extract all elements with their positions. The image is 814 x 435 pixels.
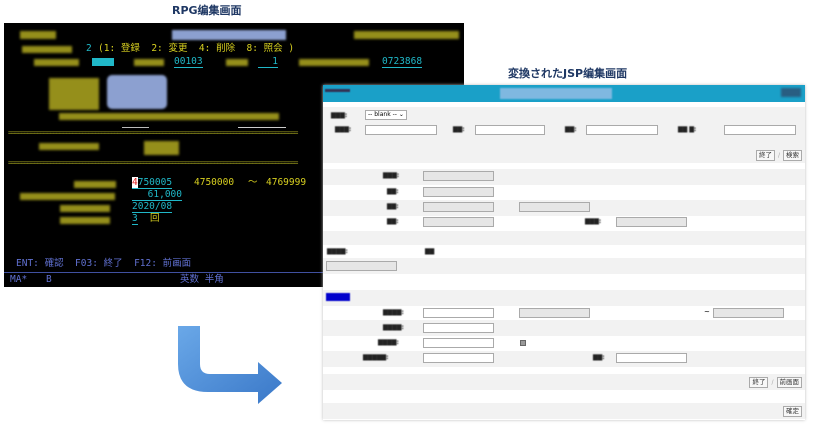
underline	[122, 127, 149, 128]
field-2	[423, 187, 494, 197]
masked-names	[107, 75, 167, 109]
select-value: -- blank --	[368, 111, 397, 118]
status-left: MA*	[10, 274, 28, 285]
jsp-screen: ▇▇▇: -- blank -- ⌄ ▇▇▇: ▇▇: ▇▇: ▇▇ ▇: 終了…	[323, 85, 805, 420]
code1-field[interactable]: 00103	[174, 56, 203, 68]
field-7[interactable]	[423, 308, 494, 318]
mode-field[interactable]: 2	[86, 43, 92, 54]
screen-id	[325, 89, 350, 92]
code3-field[interactable]: 0723868	[382, 56, 423, 68]
label-d	[60, 217, 110, 224]
label-b	[20, 193, 115, 200]
label-staff	[39, 143, 99, 150]
value-6: ▇▇	[425, 248, 435, 255]
field-a[interactable]	[365, 125, 437, 135]
status-right: 英数 半角	[180, 274, 224, 285]
field-c-select[interactable]	[586, 125, 658, 135]
checkbox[interactable]	[520, 340, 526, 346]
label-b: ▇▇:	[453, 126, 465, 133]
label-mode	[22, 46, 72, 53]
label-c	[60, 205, 110, 212]
label-10: ▇▇▇▇▇:	[363, 354, 389, 361]
amount-field[interactable]: 61,000	[132, 190, 182, 201]
label-2: ▇▇:	[387, 188, 399, 195]
range-tilde: ~	[704, 308, 710, 316]
count-unit: 回	[150, 213, 160, 224]
section-label	[326, 293, 350, 301]
function-keys: ENT: 確認 F03: 終了 F12: 前画面	[16, 258, 192, 269]
label-6: ▇▇▇▇:	[327, 248, 348, 255]
search-button[interactable]: 検索	[783, 150, 802, 161]
button-separator: /	[771, 378, 774, 386]
field-d[interactable]	[724, 125, 796, 135]
field-6[interactable]	[326, 261, 397, 271]
divider: ========================================…	[8, 159, 298, 167]
label-11: ▇▇:	[593, 354, 605, 361]
label-1	[34, 59, 79, 66]
field-7b	[519, 308, 590, 318]
field-masked[interactable]	[92, 58, 114, 66]
label-5: ▇▇▇:	[585, 218, 602, 225]
range-to: 4769999	[266, 177, 307, 188]
label-4: ▇▇:	[387, 218, 399, 225]
end-button-2[interactable]: 終了	[749, 377, 769, 388]
button-separator: /	[777, 151, 780, 159]
back-button[interactable]: 前画面	[776, 377, 802, 388]
range-sep: ～	[248, 177, 258, 188]
label-7: ▇▇▇▇:	[383, 309, 404, 316]
label-c: ▇▇:	[565, 126, 577, 133]
end-button[interactable]: 終了	[755, 150, 775, 161]
field-4	[423, 217, 494, 227]
jsp-caption: 変換されたJSP编集画面	[508, 67, 628, 80]
mode-options: (1: 登録 2: 変更 4: 削除 8: 照会 )	[98, 43, 295, 54]
status-mid: B	[46, 274, 52, 285]
field-10-select[interactable]	[423, 353, 494, 363]
field-11-select[interactable]	[616, 353, 687, 363]
confirm-button-group: 確定	[783, 406, 802, 417]
code2-field[interactable]: 1	[258, 57, 278, 68]
staff-value	[144, 141, 179, 155]
label-a	[74, 181, 116, 188]
arrow-shape	[178, 326, 282, 404]
label-d: ▇▇ ▇:	[678, 126, 697, 133]
label-9: ▇▇▇▇:	[378, 339, 399, 346]
label-8: ▇▇▇▇:	[383, 324, 404, 331]
label-a: ▇▇▇:	[335, 126, 352, 133]
header-date	[781, 88, 801, 97]
jsp-header	[323, 85, 805, 102]
label-1: ▇▇▇:	[383, 172, 400, 179]
screen-title-masked	[172, 30, 286, 40]
labels-block	[49, 78, 99, 110]
search-button-group: 終了 / 検索	[755, 150, 802, 161]
count-field[interactable]: 3	[132, 213, 138, 225]
label-3: ▇▇:	[387, 203, 399, 210]
date-field[interactable]: 2020/08	[132, 201, 173, 213]
label-kubun: ▇▇▇:	[331, 112, 348, 119]
bottom-button-group: 終了 / 前画面	[749, 377, 802, 388]
rpg-caption: RPG编集画面	[172, 4, 242, 17]
label-2	[134, 59, 164, 66]
status-divider	[4, 272, 464, 273]
range-from: 4750000	[194, 177, 235, 188]
curved-arrow-icon	[178, 326, 282, 404]
kubun-select[interactable]: -- blank -- ⌄	[365, 110, 407, 120]
header-date	[354, 31, 459, 39]
divider: ========================================…	[8, 129, 298, 137]
field-9-select[interactable]	[423, 338, 494, 348]
field-5	[616, 217, 687, 227]
label-3	[226, 59, 248, 66]
underline	[238, 127, 286, 128]
field-7c	[713, 308, 784, 318]
screen-id	[20, 31, 56, 39]
field-3b	[519, 202, 590, 212]
field-3	[423, 202, 494, 212]
field-b[interactable]	[475, 125, 545, 135]
screen-title-masked	[500, 88, 612, 99]
field-8[interactable]	[423, 323, 494, 333]
value-main-field[interactable]: 4750005	[132, 177, 173, 189]
confirm-button[interactable]: 確定	[783, 406, 802, 417]
label-4	[299, 59, 369, 66]
field-1	[423, 171, 494, 181]
label-row	[59, 113, 279, 120]
